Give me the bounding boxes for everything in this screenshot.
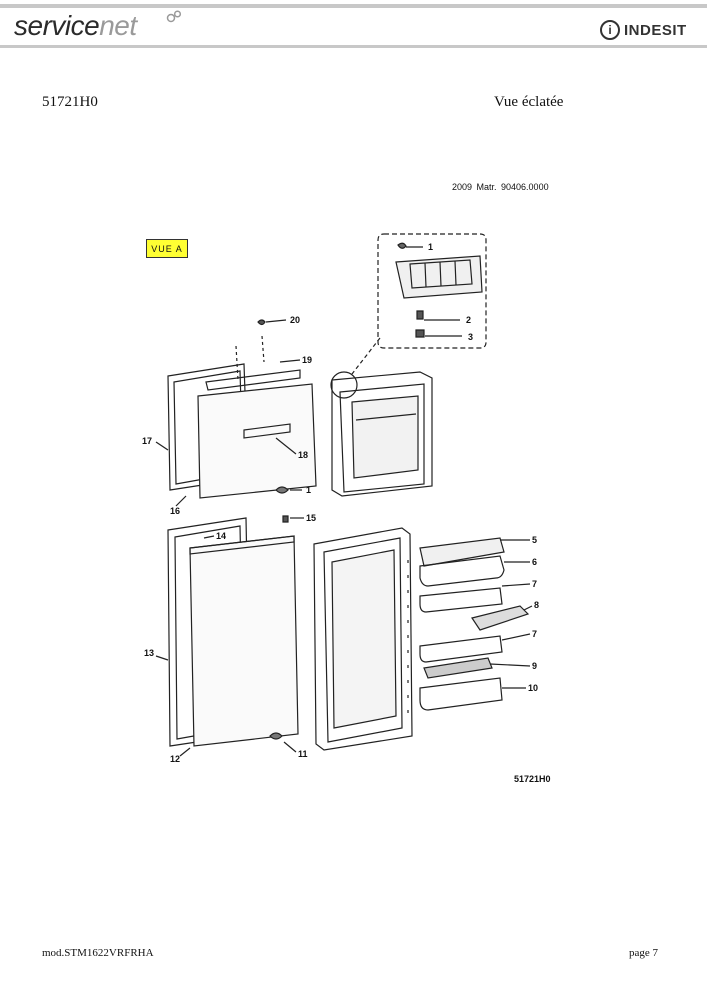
matricule-text: 2009 Matr. 90406.0000 bbox=[452, 182, 549, 192]
gear-icon bbox=[166, 10, 182, 23]
shelf-5 bbox=[419, 537, 505, 567]
part-label-18: 18 bbox=[298, 450, 308, 460]
part-label-2: 2 bbox=[466, 315, 471, 325]
part-label-12: 12 bbox=[170, 754, 180, 764]
header-bar: servicenet i INDESIT bbox=[0, 0, 707, 52]
part-label-14: 14 bbox=[216, 531, 226, 541]
fridge-body bbox=[313, 527, 413, 751]
freezer-body bbox=[331, 371, 433, 497]
freezer-door bbox=[197, 383, 317, 499]
indesit-mark-icon: i bbox=[600, 20, 620, 40]
shelf-7b bbox=[419, 635, 503, 663]
part-label-16: 16 bbox=[170, 506, 180, 516]
servicenet-logo: servicenet bbox=[14, 10, 137, 41]
part-label-13: 13 bbox=[144, 648, 154, 658]
part-label-19: 19 bbox=[302, 355, 312, 365]
part-label-7b: 7 bbox=[532, 629, 537, 639]
view-title: Vue éclatée bbox=[494, 94, 564, 110]
part-label-3: 3 bbox=[468, 332, 473, 342]
shelf-7a bbox=[419, 587, 503, 613]
part-label-6: 6 bbox=[532, 557, 537, 567]
part-label-10: 10 bbox=[528, 683, 538, 693]
fridge-door bbox=[189, 535, 299, 747]
shelf-10 bbox=[419, 677, 503, 711]
part-label-5: 5 bbox=[532, 535, 537, 545]
header-stripe-top bbox=[0, 4, 707, 8]
bottle-holder-8 bbox=[471, 605, 530, 631]
footer-model: mod.STM1622VRFRHA bbox=[42, 947, 154, 959]
header-stripe-bottom bbox=[0, 45, 707, 48]
drawing-code: 51721H0 bbox=[514, 774, 551, 784]
footer-page-number: page 7 bbox=[629, 947, 659, 959]
part-label-7a: 7 bbox=[532, 579, 537, 589]
indesit-logo: i INDESIT bbox=[600, 20, 687, 40]
part-label-17: 17 bbox=[142, 436, 152, 446]
part-label-11: 11 bbox=[298, 749, 308, 759]
model-number: 51721H0 bbox=[42, 94, 98, 110]
part-label-15: 15 bbox=[306, 513, 316, 523]
detail-callout-box bbox=[377, 233, 487, 349]
part-label-1a: 1 bbox=[428, 242, 433, 252]
part-label-20: 20 bbox=[290, 315, 300, 325]
detail-view-label: VUE A bbox=[146, 239, 188, 258]
shelf-6 bbox=[419, 555, 505, 587]
detail-circle bbox=[330, 371, 358, 399]
egg-tray-9 bbox=[423, 657, 493, 679]
freezer-handle bbox=[205, 369, 301, 391]
part-label-9: 9 bbox=[532, 661, 537, 671]
part-label-8: 8 bbox=[534, 600, 539, 610]
part-label-1b: 1 bbox=[306, 485, 311, 495]
